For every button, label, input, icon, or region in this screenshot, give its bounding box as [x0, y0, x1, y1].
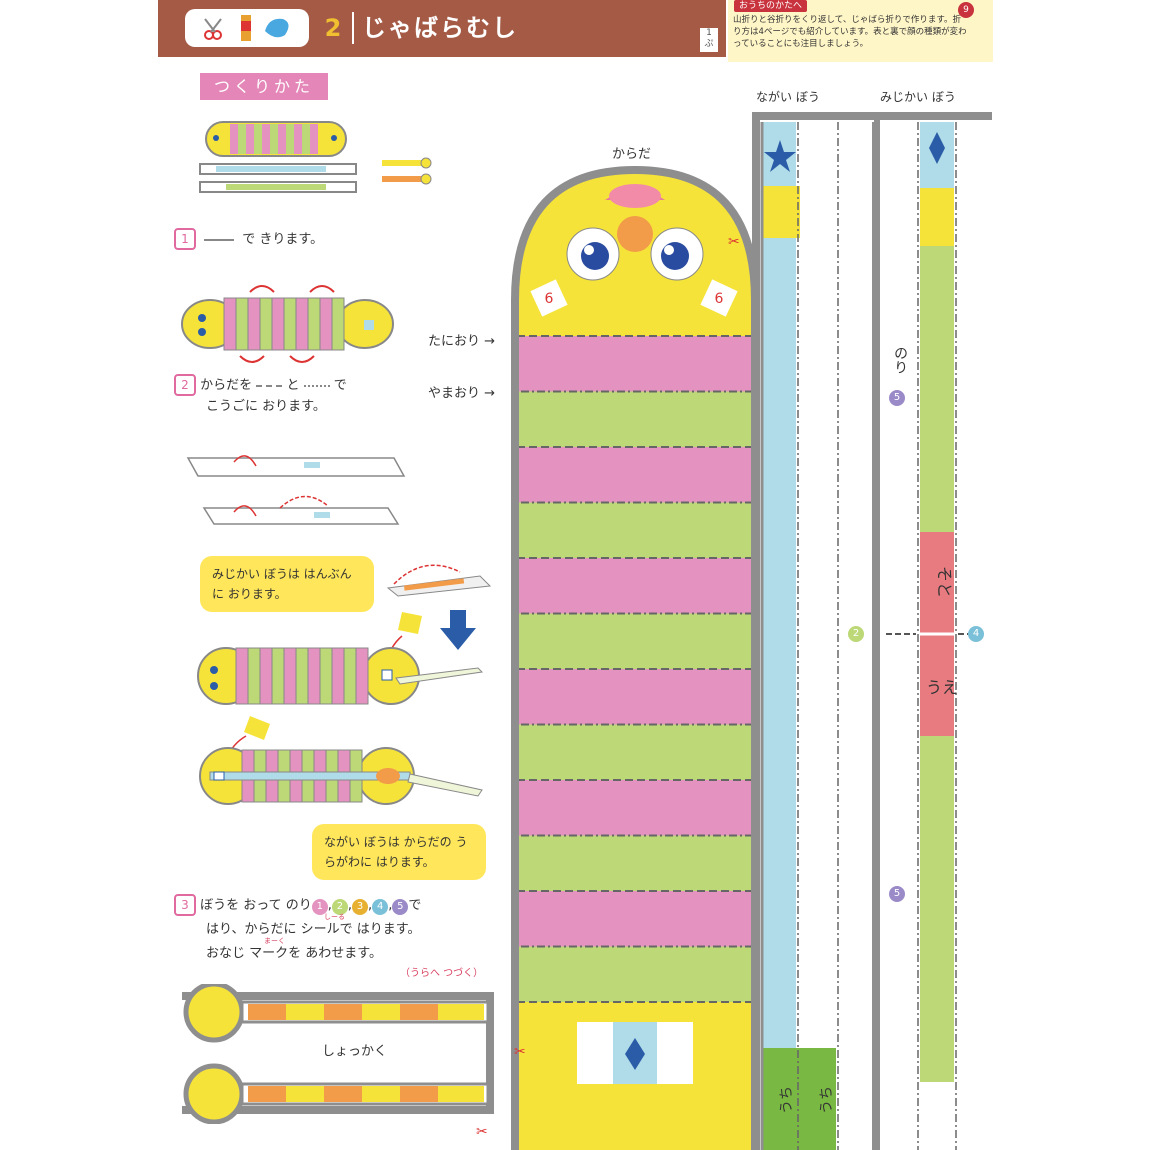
glue-label: のり: [892, 346, 908, 374]
body-segment: [515, 558, 755, 614]
body-segment: [515, 669, 755, 725]
top-label: うえ: [926, 678, 959, 697]
glue-marker-2: 2: [848, 626, 864, 642]
level-badge: 1 ぷ: [700, 28, 718, 52]
step2-line1: からだを: [200, 378, 253, 393]
scissors-icon: ✂: [514, 1044, 526, 1060]
glue-num-5: 5: [392, 899, 409, 915]
scissors-glue-paper-icon: [204, 15, 289, 41]
glue-marker-5b: 5: [889, 886, 905, 902]
scissors-icon: ✂: [728, 234, 740, 250]
lesson-number: 2: [324, 14, 342, 42]
glue-num-1: 1: [311, 899, 328, 915]
mountain-fold-text: やまおり: [428, 386, 481, 401]
header-divider: [352, 12, 354, 44]
scissors-icon: ✂: [476, 1124, 488, 1140]
valley-fold-line-icon: [256, 384, 283, 387]
svg-text:6: 6: [545, 291, 554, 307]
body-label: からだ: [612, 147, 652, 162]
svg-text:6: 6: [715, 291, 724, 307]
glue-num-4: 4: [372, 899, 389, 915]
body-fill: [515, 170, 755, 1150]
overview-illustration: [199, 121, 432, 193]
caterpillar-short-stick-illustration: [197, 612, 484, 705]
long-stick-bubble: ながい ぼうは からだの うらがわに はります。: [312, 824, 486, 880]
body-segment: [515, 447, 755, 503]
glue-num-2: 2: [331, 899, 348, 915]
antenna-pieces: [182, 984, 494, 1124]
body-segment: [515, 391, 755, 447]
glue-marker-5: 5: [889, 390, 905, 406]
page-title: じゃばらむし: [362, 14, 518, 42]
body-segment: [515, 946, 755, 1002]
short-stick-label: みじかい ぼう: [880, 90, 956, 104]
ruby-seal: しーる: [324, 913, 345, 921]
body-segment: [515, 891, 755, 947]
body-segment: [515, 724, 755, 780]
parent-note-label: おうちのかたへ: [734, 0, 808, 12]
inside-label-1: うち: [779, 1086, 795, 1114]
cut-line-icon: [204, 238, 235, 241]
mountain-fold-label: やまおり →: [428, 386, 496, 401]
caterpillar-body: 6 6: [511, 165, 759, 1150]
body-stripes: [515, 335, 755, 1003]
valley-fold-label: たにおり →: [428, 334, 496, 349]
short-stick-fold-illustration: [386, 564, 492, 597]
sticks-sheet: [752, 112, 992, 1150]
body-segment: [515, 835, 755, 891]
inside-label-2: うち: [819, 1086, 835, 1114]
step2-number: 2: [174, 374, 196, 396]
long-stick-label: ながい ぼう: [756, 90, 820, 104]
caterpillar-long-stick-illustration: [199, 716, 483, 805]
ruby-mark: まーく: [264, 937, 285, 945]
page-number: 9: [958, 2, 974, 18]
step1: 1 で きります。: [174, 228, 323, 250]
glue-num-3: 3: [352, 899, 369, 915]
level-unit: ぷ: [704, 39, 714, 49]
continue-note: （うらへ つづく）: [400, 968, 484, 979]
glue-marker-4: 4: [968, 626, 984, 642]
step3-number: 3: [174, 894, 196, 916]
step2-and: と: [286, 378, 300, 393]
step1-number: 1: [174, 228, 196, 250]
step3-line1b: で: [408, 898, 422, 913]
antenna-label: しょっかく: [322, 1044, 388, 1059]
howto-label: つくりかた: [200, 73, 328, 100]
body-segment: [515, 613, 755, 669]
step2-de: で: [333, 378, 347, 393]
step1-text: で きります。: [242, 232, 324, 247]
valley-fold-text: たにおり: [428, 334, 481, 349]
parent-note-text: 山折りと谷折りをくり返して、じゃばら折りで作ります。折り方は4ページでも紹介して…: [733, 15, 967, 49]
folded-body-illustration: [181, 285, 394, 363]
step2: 2 からだを と で こうごに おります。: [174, 374, 434, 417]
fold-diagram: [186, 455, 406, 525]
step3-line1a: ぼうを おって のり: [200, 898, 312, 913]
tool-icons: [185, 9, 309, 47]
outside-label: そと: [935, 565, 955, 599]
body-segment: [515, 336, 755, 392]
body-segment: [515, 502, 755, 558]
step3-line2: はり、からだに シールで はります。: [206, 922, 421, 937]
step3-line3: おなじ マークを あわせます。: [206, 946, 382, 961]
step2-line2: こうごに おります。: [206, 399, 326, 414]
short-stick-bubble: みじかい ぼうは はんぶんに おります。: [200, 556, 374, 612]
down-arrow-icon: [440, 610, 476, 650]
level-number: 1: [706, 28, 712, 38]
mountain-fold-line-icon: [303, 384, 330, 387]
body-segment: [515, 780, 755, 836]
